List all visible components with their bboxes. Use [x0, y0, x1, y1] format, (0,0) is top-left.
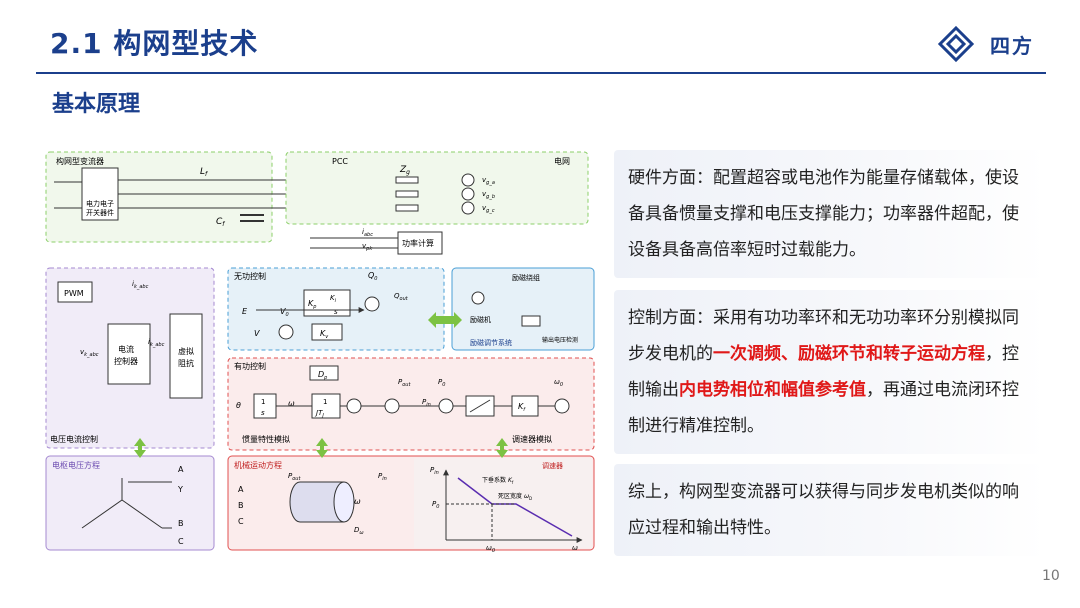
- grid-label: 电网: [554, 156, 570, 166]
- p0-label: P0: [438, 378, 445, 388]
- gp-p0: P0: [432, 500, 439, 510]
- cf-label: Cf: [216, 217, 225, 228]
- summary-text: 综上，构网型变流器可以获得与同步发电机类似的响应过程和输出特性。: [628, 482, 1019, 538]
- virtual-1: 虚拟: [178, 346, 194, 356]
- v-label: V: [254, 329, 260, 338]
- gp-w: ω: [572, 544, 578, 552]
- kp-label: Kp: [308, 299, 316, 310]
- integ-s: s: [261, 409, 265, 417]
- vb-label: vg_b: [482, 190, 495, 200]
- pe-label-2: 开关器件: [86, 208, 114, 217]
- hardware-card: 硬件方面：配置超容或电池作为能量存储载体，使设备具备惯量支撑和电压支撑能力；功率…: [614, 150, 1046, 278]
- grid-box: [285, 151, 589, 225]
- page-number: 10: [1042, 568, 1060, 584]
- jt-1: 1: [323, 398, 327, 406]
- armature-label: 电枢电压方程: [52, 460, 100, 470]
- deadband-label: 死区宽度 ωD: [498, 492, 532, 501]
- power-calc-box: [397, 231, 443, 255]
- title-divider: [36, 72, 1046, 74]
- omega-label: ω: [288, 399, 295, 408]
- sifang-logo-icon: [937, 25, 975, 63]
- control-text-3: ，再通过电流闭环控制进行精准控制。: [628, 380, 1019, 436]
- pe-label-1: 电力电子: [86, 199, 114, 208]
- page-title: 2.1 构网型技术: [50, 27, 259, 60]
- lf-label: Lf: [200, 167, 208, 178]
- summary-card: 综上，构网型变流器可以获得与同步发电机类似的响应过程和输出特性。: [614, 464, 1046, 556]
- excitation-title: 励磁绕组: [512, 273, 540, 282]
- converter-label: 构网型变流器: [56, 156, 104, 166]
- mech-a: A: [238, 485, 244, 494]
- dp-label: Dp: [318, 370, 327, 381]
- double-arrow-icon: [428, 312, 462, 328]
- vc-ctrl-label: 电压电流控制: [50, 434, 98, 444]
- i-ref-label: ik_abc: [132, 280, 149, 290]
- pin-label: Pin: [422, 398, 431, 408]
- omega0-label: ω0: [554, 378, 563, 388]
- s-den: s: [334, 308, 338, 316]
- vpk-label: vpk: [362, 242, 373, 252]
- current-ctrl-2: 控制器: [114, 356, 138, 366]
- control-text-1: 控制方面：采用有功功率环和无功功率环分别模拟同步发电机的: [628, 308, 1019, 364]
- zg-label: Zg: [399, 165, 410, 176]
- control-highlight-2: 内电势相位和幅值参考值: [679, 380, 866, 400]
- active-box: [227, 357, 595, 451]
- excitation-sys-label: 励磁调节系统: [470, 338, 512, 347]
- active-label: 有功控制: [234, 361, 266, 371]
- vc-label: vg_c: [482, 204, 495, 214]
- e-label: E: [242, 307, 248, 316]
- governor-label: 调速器: [542, 461, 563, 470]
- mech-b: B: [238, 501, 244, 510]
- y-label: Y: [177, 485, 183, 494]
- mech-c: C: [238, 517, 244, 526]
- control-highlight-1: 一次调频、励磁环节和转子运动方程: [713, 344, 985, 364]
- jt-label: JTJ: [314, 409, 324, 419]
- grid-forming-diagram: 构网型变流器 电力电子 开关器件 Lf Cf PCC 电网 Zg vg_a vg…: [45, 151, 595, 552]
- inertia-label: 惯量特性模拟: [242, 434, 290, 444]
- armature-box: [45, 455, 215, 551]
- v-ref-label: vk_abc: [80, 348, 99, 358]
- voltage-detect-label: 输出电压检测: [542, 336, 578, 344]
- pwm-label: PWM: [64, 289, 84, 298]
- ki-label: Ki: [330, 294, 337, 304]
- current-ctrl-1: 电流: [118, 344, 134, 354]
- w-label: ω: [354, 497, 361, 506]
- a-label: A: [178, 465, 184, 474]
- gp-w0: ω0: [486, 544, 495, 552]
- exciter-label: 励磁机: [470, 315, 491, 324]
- pout-label: Pout: [398, 378, 411, 388]
- excitation-box: [451, 267, 595, 351]
- dw-label: Dω: [354, 526, 364, 536]
- virtual-2: 阻抗: [178, 358, 194, 368]
- grid-source-icon: [461, 173, 475, 215]
- gp-pin: Pin: [430, 466, 439, 476]
- kv-label: Kv: [320, 329, 329, 340]
- hardware-text: 硬件方面：配置超容或电池作为能量存储载体，使设备具备惯量支撑和电压支撑能力；功率…: [628, 168, 1019, 260]
- reactive-label: 无功控制: [234, 271, 266, 281]
- pin2-label: Pin: [378, 472, 387, 482]
- integ-1: 1: [261, 398, 265, 406]
- v0-label: V0: [280, 307, 289, 318]
- c-label: C: [178, 537, 184, 546]
- governor-sim-label: 调速器模拟: [512, 434, 552, 444]
- qout-label: Qout: [394, 292, 409, 302]
- pcc-label: PCC: [332, 157, 348, 166]
- b-label: B: [178, 519, 184, 528]
- logo-text: 四方: [990, 34, 1034, 58]
- power-calc-label: 功率计算: [402, 238, 434, 248]
- control-card: 控制方面：采用有功功率环和无功功率环分别模拟同步发电机的一次调频、励磁环节和转子…: [614, 290, 1046, 454]
- va-label: vg_a: [482, 176, 495, 186]
- section-subtitle: 基本原理: [52, 92, 141, 117]
- theta-label: θ: [236, 401, 241, 410]
- control-text-2: ，控制输出: [628, 344, 1019, 400]
- q0-label: Q0: [368, 271, 377, 282]
- mech-label: 机械运动方程: [234, 460, 282, 470]
- kf-label: Kf: [518, 402, 526, 413]
- droop-label: 下垂系数 Kf: [482, 476, 514, 485]
- iabc-label: iabc: [362, 228, 373, 238]
- pm-label: Pout: [288, 472, 301, 482]
- i-star-label: ik_abc: [148, 338, 165, 348]
